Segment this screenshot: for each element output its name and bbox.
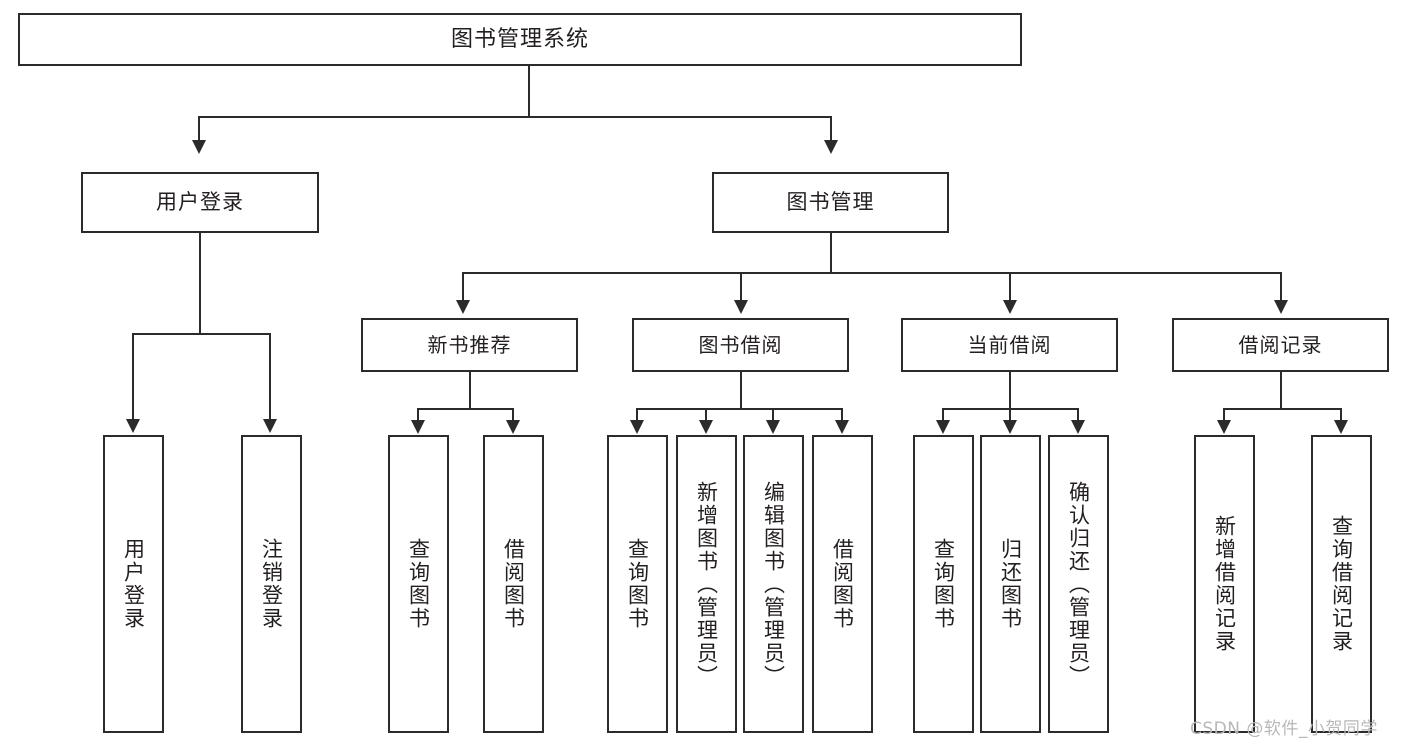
connector-book-mgmt-bus	[462, 272, 1282, 274]
leaf-query-borrow-record[interactable]: 查询借阅记录	[1311, 435, 1372, 733]
node-new-book-recommend[interactable]: 新书推荐	[361, 318, 578, 372]
leaf-query-books-current[interactable]: 查询图书	[913, 435, 974, 733]
node-label: 查询图书	[406, 538, 431, 630]
connector-root-stem	[528, 66, 530, 116]
node-label: 用户登录	[121, 538, 146, 630]
arrow-root-to-user-login	[192, 140, 206, 154]
connector-user-login-to-leaf-2	[269, 333, 271, 421]
arrow-book-mgmt-to-records	[1274, 300, 1288, 314]
connector-book-borrow-to-leaf-5	[636, 408, 638, 423]
connector-book-mgmt-stem	[830, 233, 832, 272]
node-label: 查询图书	[931, 538, 956, 630]
leaf-borrow-books[interactable]: 借阅图书	[812, 435, 873, 733]
connector-user-login-to-leaf-1	[132, 333, 134, 421]
leaf-logout[interactable]: 注销登录	[241, 435, 302, 733]
connector-current-borrow-to-leaf-10	[1009, 408, 1011, 423]
node-borrow-records[interactable]: 借阅记录	[1172, 318, 1389, 372]
node-label: 图书管理系统	[450, 26, 589, 52]
connector-borrow-records-to-leaf-12	[1223, 408, 1225, 423]
node-label: 当前借阅	[967, 332, 1052, 357]
arrow-root-to-book-mgmt	[824, 140, 838, 154]
connector-new-book-stem	[469, 372, 471, 408]
connector-current-borrow-stem	[1009, 372, 1011, 408]
node-label: 编辑图书（管理员）	[761, 480, 786, 688]
connector-book-mgmt-to-new-books	[462, 272, 464, 302]
node-book-borrow[interactable]: 图书借阅	[632, 318, 849, 372]
arrow-book-mgmt-to-borrow	[734, 300, 748, 314]
leaf-query-books-recommend[interactable]: 查询图书	[388, 435, 449, 733]
node-label: 新增借阅记录	[1212, 515, 1237, 653]
leaf-user-login[interactable]: 用户登录	[103, 435, 164, 733]
node-label: 借阅图书	[501, 538, 526, 630]
arrow-current-borrow-to-leaf-9	[936, 420, 950, 434]
connector-new-book-bus	[417, 408, 513, 410]
connector-user-login-bus	[132, 333, 270, 335]
node-label: 注销登录	[259, 538, 284, 630]
arrow-book-borrow-to-leaf-5	[630, 420, 644, 434]
connector-book-mgmt-to-records	[1280, 272, 1282, 302]
csdn-watermark: CSDN @软件_小贺同学	[1190, 719, 1378, 739]
connector-root-bus	[198, 116, 832, 118]
node-label: 查询图书	[625, 538, 650, 630]
connector-new-book-to-leaf-3	[417, 408, 419, 423]
leaf-borrow-books-recommend[interactable]: 借阅图书	[483, 435, 544, 733]
arrow-book-borrow-to-leaf-6	[699, 420, 713, 434]
connector-book-borrow-to-leaf-8	[841, 408, 843, 423]
node-label: 确认归还（管理员）	[1066, 480, 1091, 688]
arrow-new-book-to-leaf-3	[411, 420, 425, 434]
node-label: 归还图书	[998, 538, 1023, 630]
connector-root-to-user-login	[198, 116, 200, 144]
leaf-query-books-borrow[interactable]: 查询图书	[607, 435, 668, 733]
arrow-book-mgmt-to-current	[1003, 300, 1017, 314]
connector-borrow-records-to-leaf-13	[1340, 408, 1342, 423]
connector-book-borrow-bus	[636, 408, 843, 410]
node-label: 图书管理	[786, 190, 875, 215]
node-label: 新增图书（管理员）	[694, 480, 719, 688]
connector-borrow-records-stem	[1280, 372, 1282, 408]
connector-book-mgmt-to-current	[1009, 272, 1011, 302]
arrow-borrow-records-to-leaf-13	[1334, 420, 1348, 434]
arrow-book-borrow-to-leaf-8	[835, 420, 849, 434]
node-label: 查询借阅记录	[1329, 515, 1354, 653]
arrow-user-login-to-leaf-1	[126, 419, 140, 433]
leaf-confirm-return-admin[interactable]: 确认归还（管理员）	[1048, 435, 1109, 733]
arrow-new-book-to-leaf-4	[506, 420, 520, 434]
leaf-edit-book-admin[interactable]: 编辑图书（管理员）	[743, 435, 804, 733]
node-label: 图书借阅	[698, 332, 783, 357]
connector-book-borrow-to-leaf-6	[705, 408, 707, 423]
connector-root-to-book-mgmt	[830, 116, 832, 144]
node-label: 借阅图书	[830, 538, 855, 630]
arrow-book-mgmt-to-new-books	[456, 300, 470, 314]
node-label: 新书推荐	[427, 332, 512, 357]
node-label: 用户登录	[156, 190, 244, 215]
node-current-borrow[interactable]: 当前借阅	[901, 318, 1118, 372]
connector-current-borrow-to-leaf-11	[1077, 408, 1079, 423]
connector-new-book-to-leaf-4	[512, 408, 514, 423]
arrow-current-borrow-to-leaf-11	[1071, 420, 1085, 434]
arrow-borrow-records-to-leaf-12	[1217, 420, 1231, 434]
leaf-add-borrow-record[interactable]: 新增借阅记录	[1194, 435, 1255, 733]
arrow-user-login-to-leaf-2	[263, 419, 277, 433]
node-root-system[interactable]: 图书管理系统	[18, 13, 1022, 66]
arrow-book-borrow-to-leaf-7	[766, 420, 780, 434]
node-book-management[interactable]: 图书管理	[712, 172, 949, 233]
connector-current-borrow-to-leaf-9	[942, 408, 944, 423]
node-label: 借阅记录	[1238, 332, 1323, 357]
leaf-add-book-admin[interactable]: 新增图书（管理员）	[676, 435, 737, 733]
arrow-current-borrow-to-leaf-10	[1003, 420, 1017, 434]
leaf-return-books[interactable]: 归还图书	[980, 435, 1041, 733]
connector-book-borrow-stem	[740, 372, 742, 408]
connector-book-mgmt-to-borrow	[740, 272, 742, 302]
connector-borrow-records-bus	[1223, 408, 1341, 410]
connector-book-borrow-to-leaf-7	[772, 408, 774, 423]
node-user-login[interactable]: 用户登录	[81, 172, 319, 233]
connector-user-login-stem	[199, 233, 201, 333]
